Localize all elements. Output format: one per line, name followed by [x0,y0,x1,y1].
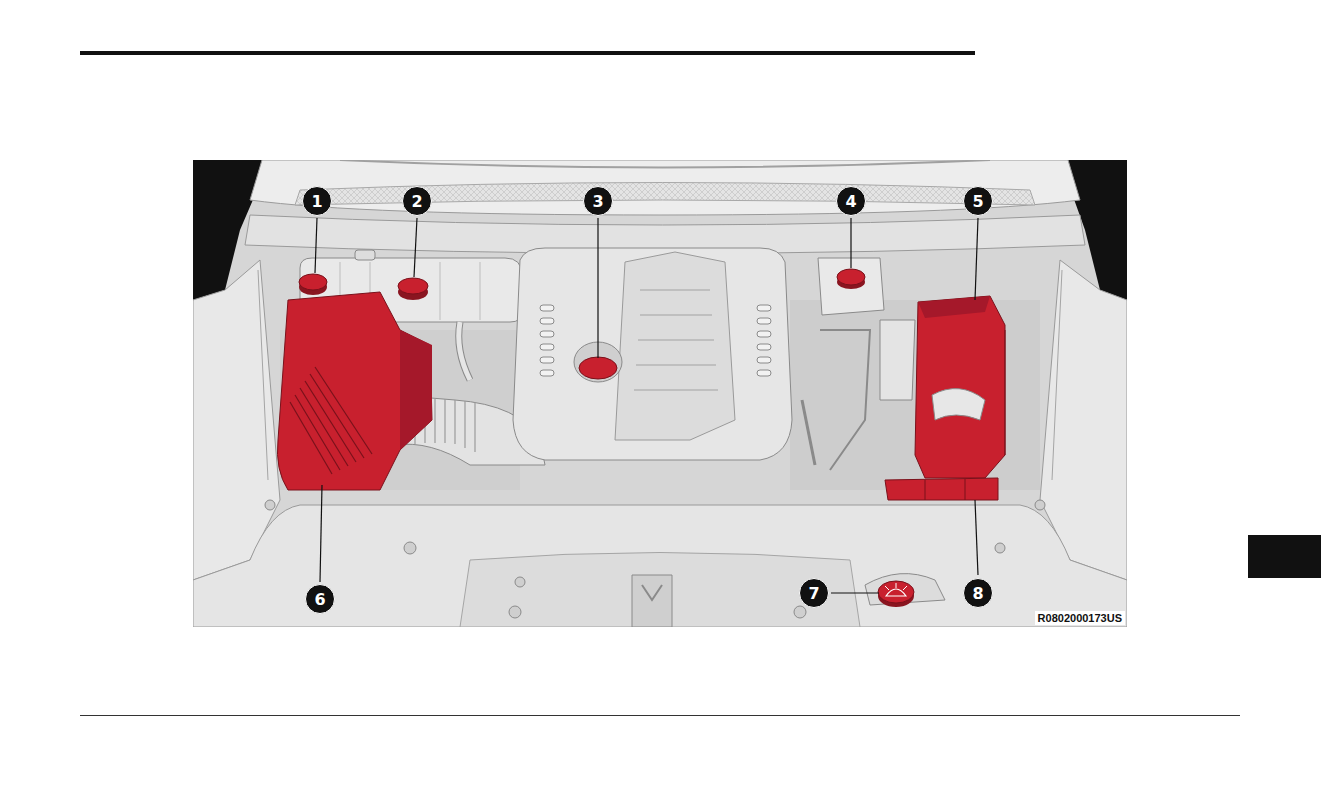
callout-number: 3 [583,186,613,216]
callout-number: 6 [305,584,335,614]
callout-number: 8 [963,578,993,608]
callout-number: 5 [963,186,993,216]
callout-number: 1 [302,186,332,216]
callout-number: 2 [402,186,432,216]
figure-code: R0802000173US [1035,611,1125,625]
footer-rule [80,715,1240,716]
chapter-tab [1248,535,1321,578]
callout-number: 4 [836,186,866,216]
header-rule [80,51,975,55]
callout-number: 7 [799,578,829,608]
illustration [193,160,1127,627]
